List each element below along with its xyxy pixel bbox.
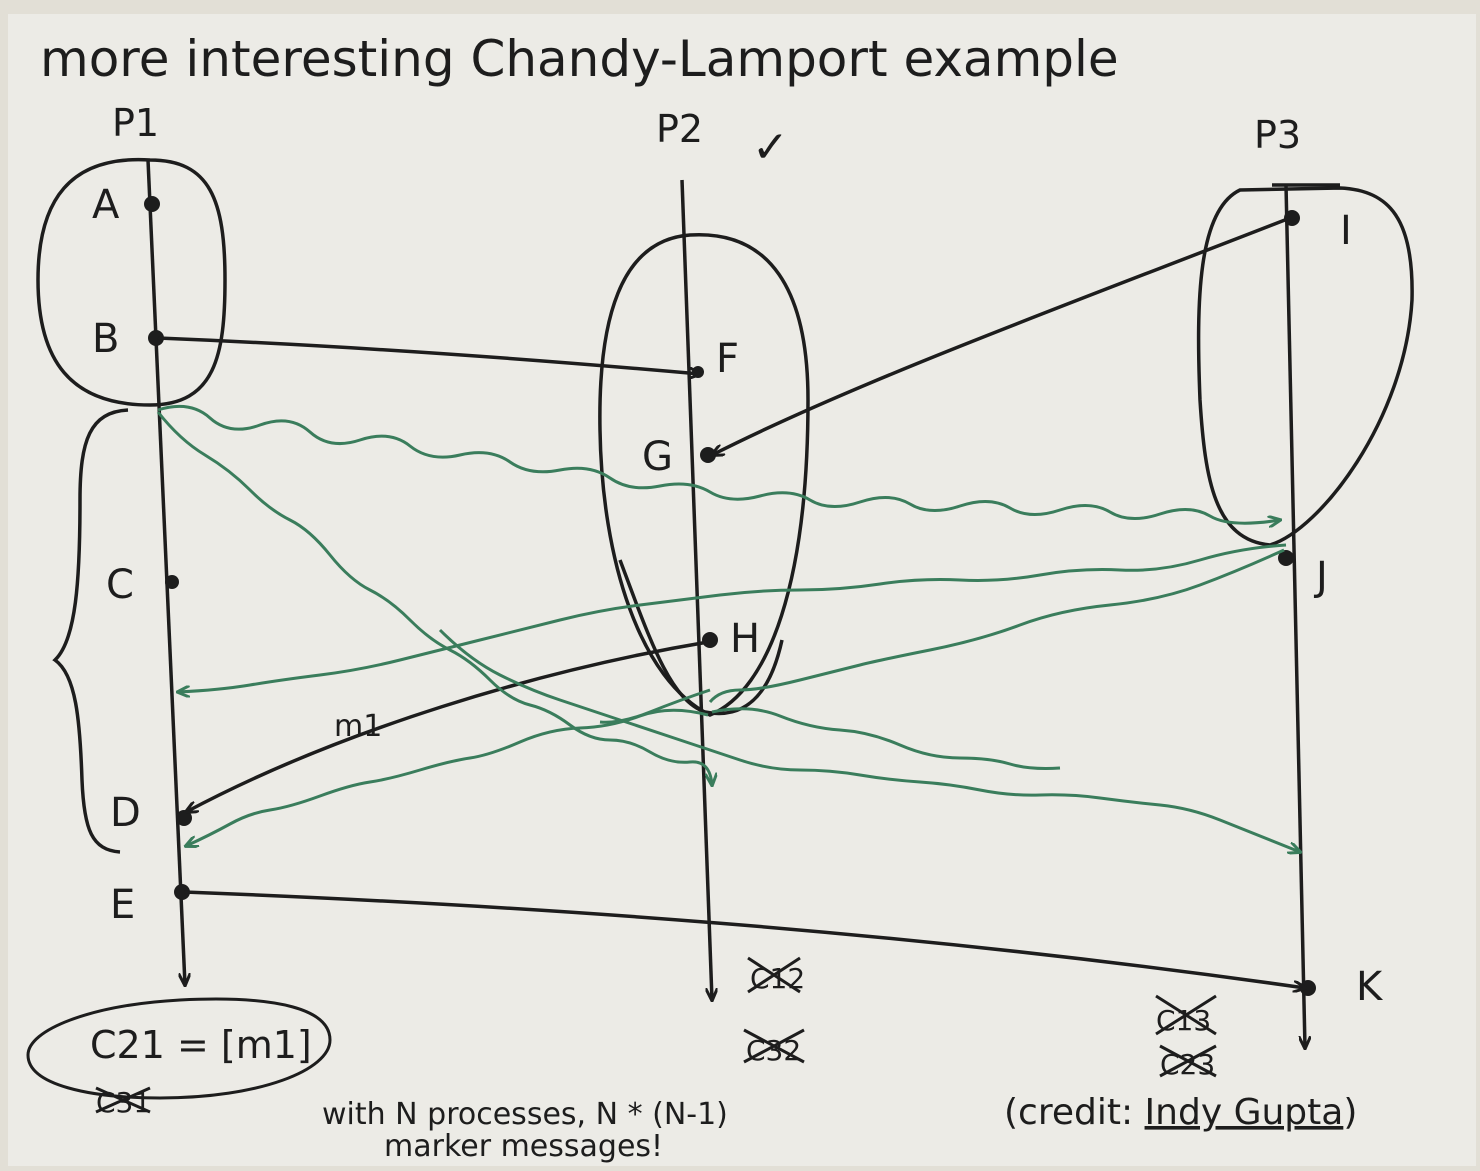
event-label-b: B bbox=[92, 316, 119, 362]
marker-count-note-line1: with N processes, N * (N-1) bbox=[322, 1097, 728, 1132]
event-dot-j bbox=[1278, 550, 1294, 566]
snapshot-regions bbox=[36, 157, 1414, 717]
channel-state-loop bbox=[26, 997, 332, 1100]
event-label-d: D bbox=[110, 790, 141, 836]
message-e-to-k bbox=[183, 890, 1305, 988]
process-label-p2: P2 bbox=[656, 107, 703, 151]
marker-cross-to-p3 bbox=[438, 628, 1300, 852]
timeline-p2 bbox=[680, 179, 712, 1000]
paper-sheet bbox=[8, 14, 1476, 1166]
message-label-m1: m1 bbox=[334, 709, 382, 744]
event-dot-a bbox=[144, 196, 160, 212]
process-label-p1: P1 bbox=[112, 101, 159, 145]
marker-count-note-line2: marker messages! bbox=[384, 1129, 663, 1164]
application-messages bbox=[157, 216, 1305, 988]
event-label-g: G bbox=[642, 434, 673, 480]
credit-suffix: ) bbox=[1343, 1092, 1357, 1133]
event-label-i: I bbox=[1340, 208, 1352, 254]
recording-brace-p1 bbox=[52, 408, 129, 854]
p2-check-mark: ✓ bbox=[752, 122, 789, 173]
message-b-to-f bbox=[157, 336, 700, 374]
event-label-e: E bbox=[110, 882, 135, 928]
marker-p3-to-p1 bbox=[178, 543, 1287, 692]
event-label-h: H bbox=[730, 616, 760, 662]
marker-p1-to-p3 bbox=[157, 404, 1280, 523]
crossed-channels-p2: C12 C32 bbox=[743, 956, 805, 1067]
message-i-to-g bbox=[712, 216, 1291, 455]
snapshot-region-p2 bbox=[598, 233, 810, 717]
event-label-k: K bbox=[1356, 964, 1384, 1010]
message-h-to-d bbox=[186, 640, 709, 812]
snapshot-region-p1 bbox=[36, 157, 227, 407]
event-dot-e bbox=[174, 884, 190, 900]
crossed-channel-c13: C13 bbox=[1156, 1004, 1211, 1037]
credit-note: (credit: Indy Gupta) bbox=[1004, 1092, 1357, 1133]
crossed-channel-p1: C31 bbox=[95, 1086, 151, 1119]
diagram-title: more interesting Chandy-Lamport example bbox=[40, 30, 1119, 88]
marker-p2-fragment bbox=[599, 688, 711, 724]
event-label-a: A bbox=[92, 182, 120, 228]
event-labels: A B C D E F G H I J K bbox=[92, 182, 1384, 1010]
crossed-channels-p3: C13 C23 bbox=[1155, 994, 1217, 1081]
marker-p2-to-p1 bbox=[186, 708, 709, 846]
marker-p1-to-p2 bbox=[156, 411, 712, 785]
event-dot-c bbox=[165, 575, 179, 589]
event-label-f: F bbox=[716, 336, 739, 382]
channel-state-label: C21 = [m1] bbox=[90, 1023, 312, 1067]
event-label-c: C bbox=[106, 562, 134, 608]
credit-prefix: (credit: bbox=[1004, 1092, 1145, 1133]
marker-p3-to-p2 bbox=[708, 548, 1285, 704]
credit-name: Indy Gupta bbox=[1145, 1092, 1344, 1133]
marker-messages bbox=[156, 404, 1300, 852]
marker-p2-to-p3 bbox=[711, 707, 1061, 770]
event-dot-i bbox=[1284, 210, 1300, 226]
timeline-p1 bbox=[146, 159, 185, 985]
crossed-channel-c23: C23 bbox=[1160, 1048, 1215, 1081]
process-label-p3: P3 bbox=[1254, 113, 1301, 157]
snapshot-region-p2-extension bbox=[618, 559, 784, 716]
event-label-j: J bbox=[1313, 554, 1328, 600]
event-dot-d bbox=[176, 810, 192, 826]
timeline-p3 bbox=[1284, 184, 1305, 1048]
event-dot-b bbox=[148, 330, 164, 346]
timelines bbox=[146, 159, 1340, 1048]
event-dot-h bbox=[702, 632, 718, 648]
crossed-channel-c32: C32 bbox=[746, 1034, 801, 1067]
